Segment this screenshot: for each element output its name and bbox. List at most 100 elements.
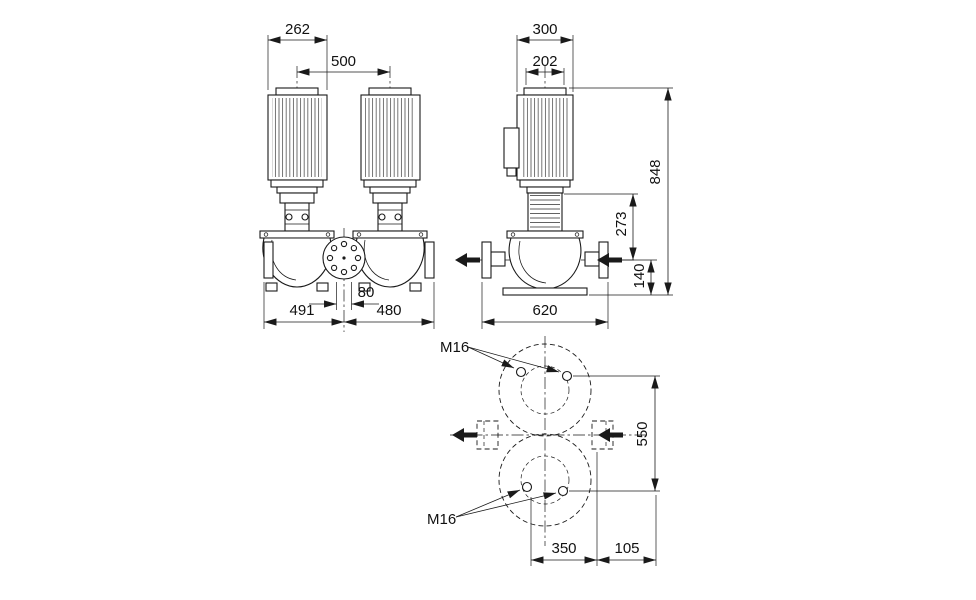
side-dim-300: 300 [516, 21, 574, 92]
dim-label-motor-width-front: 262 [285, 21, 310, 38]
left-port-stub [490, 251, 506, 267]
foundation-bolt-hole [515, 366, 527, 378]
side-view: 300 202 620 848 273 140 [455, 21, 673, 329]
base-plate [502, 287, 588, 296]
motor-b-flange [363, 179, 417, 188]
foot [316, 282, 329, 292]
plan-casing-outline [476, 343, 614, 527]
bottom-lobe-outline [498, 433, 592, 527]
flange-bolt-hole [354, 254, 362, 262]
cable-gland [506, 167, 517, 177]
side-volute-top-plate [506, 230, 584, 239]
side-stool-ribs [530, 195, 560, 229]
flange-bolt-hole [340, 240, 348, 248]
right-port-stub [584, 251, 600, 267]
side-motor-flange [519, 179, 571, 188]
motor-b-lantern [372, 192, 408, 204]
flange-bolt-hole [340, 268, 348, 276]
motor-a-lantern [279, 192, 315, 204]
flange-center-mark [342, 256, 346, 260]
dim-label-port-to-port-length: 620 [532, 302, 557, 319]
bolt-size-label-top: M16 [440, 339, 469, 356]
motor-b [360, 87, 421, 232]
front-dim-80: 80 [309, 282, 379, 310]
motor-a-cooling-fins [272, 98, 322, 177]
dim-label-total-height: 848 [647, 159, 664, 184]
dim-label-motor-width-side: 300 [532, 21, 557, 38]
side-volute-scroll-line [518, 240, 547, 284]
front-dim-480: 480 [344, 282, 435, 329]
side-motor-cooling-fins [521, 98, 569, 177]
plate-bolt [356, 232, 362, 237]
side-motor [503, 87, 574, 232]
plan-dim-105: 105 [597, 495, 657, 566]
foundation-bolt-hole [561, 370, 573, 382]
foundation-bolt-hole [521, 481, 533, 493]
flange-bolt-hole [330, 264, 338, 272]
plate-bolt [510, 232, 516, 237]
motor-a-flange [270, 179, 324, 188]
side-fan-cover [523, 87, 567, 96]
dim-label-port-center-span: 500 [331, 53, 356, 70]
inlet-flow-arrow-icon [597, 253, 622, 267]
side-motor-flange-step [526, 186, 564, 194]
motor-b-flange-step [369, 186, 411, 194]
flange-bolt-hole [326, 254, 334, 262]
dim-label-flange-to-port-height: 273 [613, 211, 630, 236]
plate-bolt [574, 232, 580, 237]
twin-volute [259, 230, 435, 292]
front-dim-262: 262 [267, 21, 328, 90]
flange-bolt-hole [350, 244, 358, 252]
front-view: 262 500 80 491 480 [259, 21, 435, 332]
motor-b-cooling-fins [365, 98, 415, 177]
plan-dim-350: 350 [530, 452, 598, 566]
motor-a [267, 87, 328, 232]
front-dim-491: 491 [263, 282, 344, 329]
plan-inlet-flow-arrow-icon [598, 428, 623, 442]
volute-a-top-plate [259, 230, 335, 239]
plan-view: M16 M16 550 350 105 [427, 336, 660, 566]
side-dim-202: 202 [525, 53, 565, 85]
motor-a-coupling-bolt-left [285, 213, 293, 221]
terminal-box [503, 127, 520, 169]
plan-outlet-flow-arrow-icon [452, 428, 477, 442]
flange-bolt-hole [330, 244, 338, 252]
foot [409, 282, 422, 292]
foundation-bolt-hole [557, 485, 569, 497]
motor-a-coupling-bolt-right [301, 213, 309, 221]
foot [265, 282, 278, 292]
front-dim-500: 500 [297, 53, 390, 76]
plate-bolt [418, 232, 424, 237]
left-port-flange-side [481, 241, 492, 279]
left-port-flange-front [263, 241, 274, 279]
volute-b-scroll-line [363, 239, 390, 281]
side-dim-140: 140 [610, 259, 657, 295]
motor-b-fan-cover [368, 87, 412, 96]
dim-label-horizontal-span: 350 [551, 540, 576, 557]
dim-label-vertical-span: 550 [634, 421, 651, 446]
foot [358, 282, 371, 292]
dim-label-port-axis-height: 140 [631, 263, 648, 288]
bolt-size-label-bottom: M16 [427, 511, 456, 528]
motor-a-fan-cover [275, 87, 319, 96]
plan-callout-m16-bottom: M16 [427, 489, 557, 528]
side-volute [481, 230, 609, 296]
bottom-lobe-inner [520, 455, 570, 505]
plate-bolt [325, 232, 331, 237]
right-port-flange-front [424, 241, 435, 279]
plan-dim-550: 550 [569, 375, 660, 492]
top-lobe-outline [498, 343, 592, 437]
dim-label-side-offset: 105 [614, 540, 639, 557]
dim-label-center-gap: 80 [358, 284, 375, 301]
flange-bolt-hole [350, 264, 358, 272]
volute-b-top-plate [352, 230, 428, 239]
side-dim-848: 848 [569, 87, 673, 296]
motor-b-coupling-bolt-right [394, 213, 402, 221]
side-dim-273: 273 [564, 193, 638, 260]
dim-label-head-width: 202 [532, 53, 557, 70]
dim-label-center-to-right-port: 480 [376, 302, 401, 319]
top-lobe-inner [520, 365, 570, 415]
